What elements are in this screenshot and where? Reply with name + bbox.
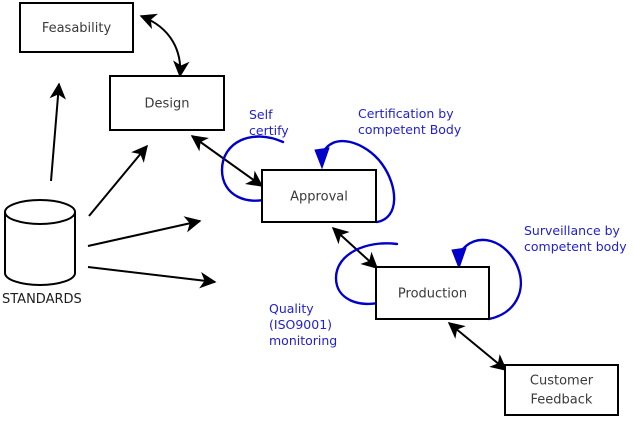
loop-label-text-surveillance-by-competent-body-line1: Surveillance by [524, 223, 621, 238]
connector-feasability-design [139, 13, 190, 78]
cylinder-body-standards[interactable] [4, 212, 76, 286]
node-label-approval: Approval [290, 190, 348, 205]
loop-label-text-surveillance-by-competent-body-line2: competent body [524, 239, 627, 254]
connector-standards-approval [87, 216, 202, 247]
nodes-layer: FeasabilityDesignApprovalProductionCusto… [2, 2, 619, 416]
loop-label-text-certification-by-competent-body-line1: Certification by [358, 106, 454, 121]
node-box-feasability[interactable] [19, 2, 134, 53]
loop-label-text-quality-iso9001-monitoring-line1: Quality [269, 301, 314, 316]
node-box-customer-feedback[interactable] [504, 364, 619, 416]
node-label-feasability: Feasability [42, 21, 112, 36]
node-label-customer-feedback-line2: Feedback [531, 393, 593, 408]
loop-label-text-quality-iso9001-monitoring-line2: (ISO9001) [269, 317, 332, 332]
cylinder-top-standards [4, 199, 76, 225]
node-box-design[interactable] [109, 75, 225, 131]
loop-arrow-certification-by-competent-body [320, 139, 396, 224]
loop-arrowhead-surveillance-by-competent-body [451, 247, 467, 270]
connector-approval-production [331, 226, 379, 270]
connector-standards-production [87, 266, 217, 289]
connector-standards-design [88, 144, 148, 217]
loop-arrow-surveillance-by-competent-body [457, 238, 523, 321]
node-design[interactable]: Design [109, 75, 225, 131]
loop-arrowhead-certification-by-competent-body [314, 147, 330, 170]
node-label-production: Production [398, 287, 467, 302]
node-label-design: Design [145, 97, 190, 112]
node-label-customer-feedback: Customer [530, 374, 594, 389]
node-box-approval[interactable] [261, 169, 377, 223]
node-box-production[interactable] [375, 266, 490, 320]
connectors-layer [49, 13, 508, 371]
loop-label-text-self-certify-line2: certify [249, 123, 289, 138]
loop-label-quality-iso9001-monitoring: Quality(ISO9001)monitoring [269, 301, 337, 348]
loop-label-text-certification-by-competent-body-line2: competent Body [358, 122, 462, 137]
node-label-standards: STANDARDS [2, 292, 82, 307]
node-standards[interactable]: STANDARDS [2, 199, 82, 307]
loop-label-text-quality-iso9001-monitoring-line3: monitoring [269, 333, 337, 348]
node-approval[interactable]: Approval [261, 169, 377, 223]
loop-label-text-self-certify-line1: Self [249, 107, 273, 122]
connector-standards-feasability [49, 82, 66, 182]
node-feasability[interactable]: Feasability [19, 2, 134, 53]
connector-production-customer-feedback [447, 322, 508, 371]
connector-design-approval [190, 135, 264, 187]
node-production[interactable]: Production [375, 266, 490, 320]
